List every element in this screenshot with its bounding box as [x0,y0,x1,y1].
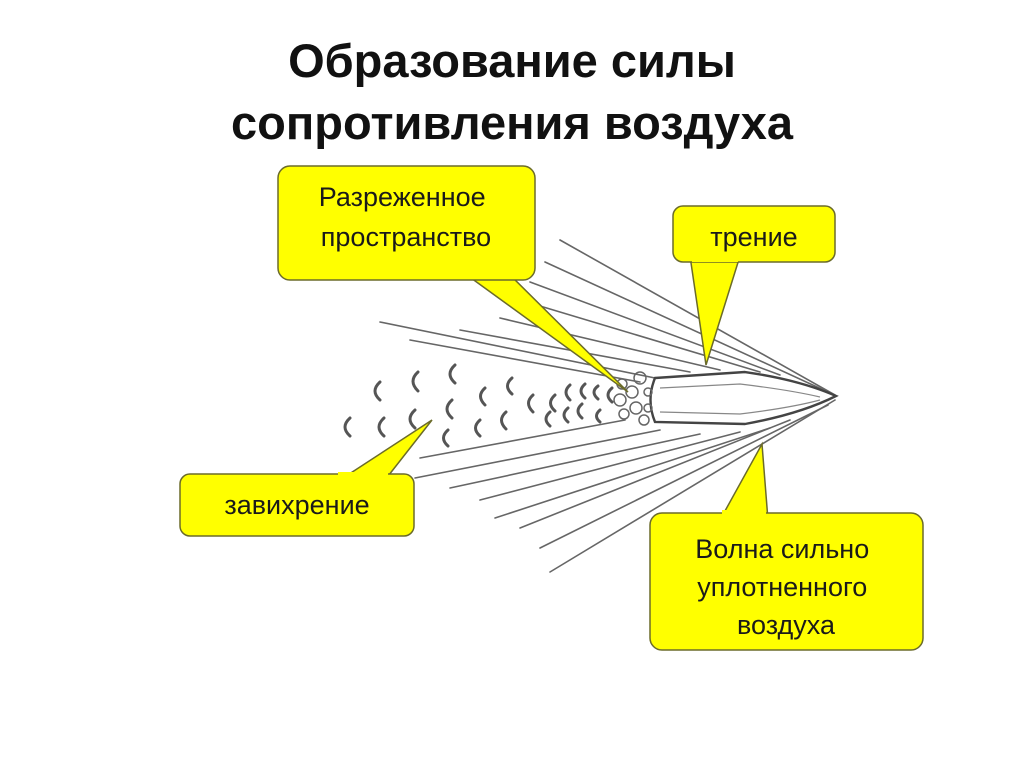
vortices [343,363,614,448]
upper-wave-line [409,339,641,383]
svg-text:Разреженное пространство: Разреженное пространство [319,182,493,252]
streamlines [379,239,836,573]
vortex-mark [562,406,570,424]
svg-text:завихрение: завихрение [224,490,369,520]
vortex-mark [445,398,454,420]
vortex-mark [592,384,600,401]
vortex-mark [595,408,602,424]
vortex-mark [527,393,535,414]
svg-text:Волна сильно уплотненног: Волна сильно уплотненного воздуха [695,534,876,640]
lower-wave-line [414,429,661,479]
vortex-mark [474,418,482,438]
callout-wave-line-1: Волна сильно [695,534,869,564]
callout-vortex-box [179,473,415,537]
vortex-mark [564,383,572,402]
lower-wave-line [449,433,701,489]
callout-vortex: завихрение [179,419,433,537]
callout-wave: Волна сильно уплотненного воздуха [649,441,924,651]
vortex-mark [448,363,457,385]
callout-vortex-pointer [337,419,433,481]
vortex-mark [373,380,382,402]
vortex-mark [549,393,557,413]
lower-wave-line [539,404,829,549]
svg-text:трение: трение [710,222,797,252]
callout-rarefied-line-1: Разреженное [319,182,486,212]
callout-friction-line-1: трение [710,222,797,252]
callout-wave-box [649,512,924,651]
upper-wave-line [519,299,761,373]
vortex-mark [411,370,420,393]
bullet-shading [659,383,821,398]
upper-wave-line [529,281,781,376]
lower-wave-line [479,431,741,501]
callout-rarefied: Разреженное пространство [277,165,629,393]
callout-friction-box [672,205,836,263]
bullet [613,370,839,426]
upper-wave-line [559,239,836,396]
vortex-mark [343,416,352,438]
callout-vortex-line-1: завихрение [224,490,369,520]
vortex-mark [500,410,508,431]
callout-wave-line-2: уплотненного [697,572,867,602]
vortex-mark [442,428,450,448]
lower-wave-line [519,419,791,529]
upper-wave-line [544,261,829,393]
vortex-mark [506,376,514,396]
lower-wave-line [494,427,771,519]
lower-wave-line [549,399,836,573]
vortex-mark [606,386,614,404]
upper-wave-line [499,317,721,371]
upper-wave-line [379,321,656,379]
lower-wave-line [419,419,626,459]
title-line-2: сопротивления воздуха [231,96,793,149]
vortex-mark [408,408,417,430]
callout-wave-line-3: воздуха [737,610,836,640]
callout-friction: трение [672,205,836,366]
vortex-mark [479,386,487,407]
vortex-mark [576,402,584,420]
vortex-mark [544,410,552,428]
vortex-mark [579,382,587,400]
vortex-mark [377,416,386,438]
page-title: Образование силы сопротивления воздуха [0,30,1024,154]
callout-rarefied-line-2: пространство [321,222,491,252]
callout-rarefied-box [277,165,536,281]
title-line-1: Образование силы [288,34,736,87]
bullet-shading [659,399,821,415]
base-bubbles [613,371,653,426]
